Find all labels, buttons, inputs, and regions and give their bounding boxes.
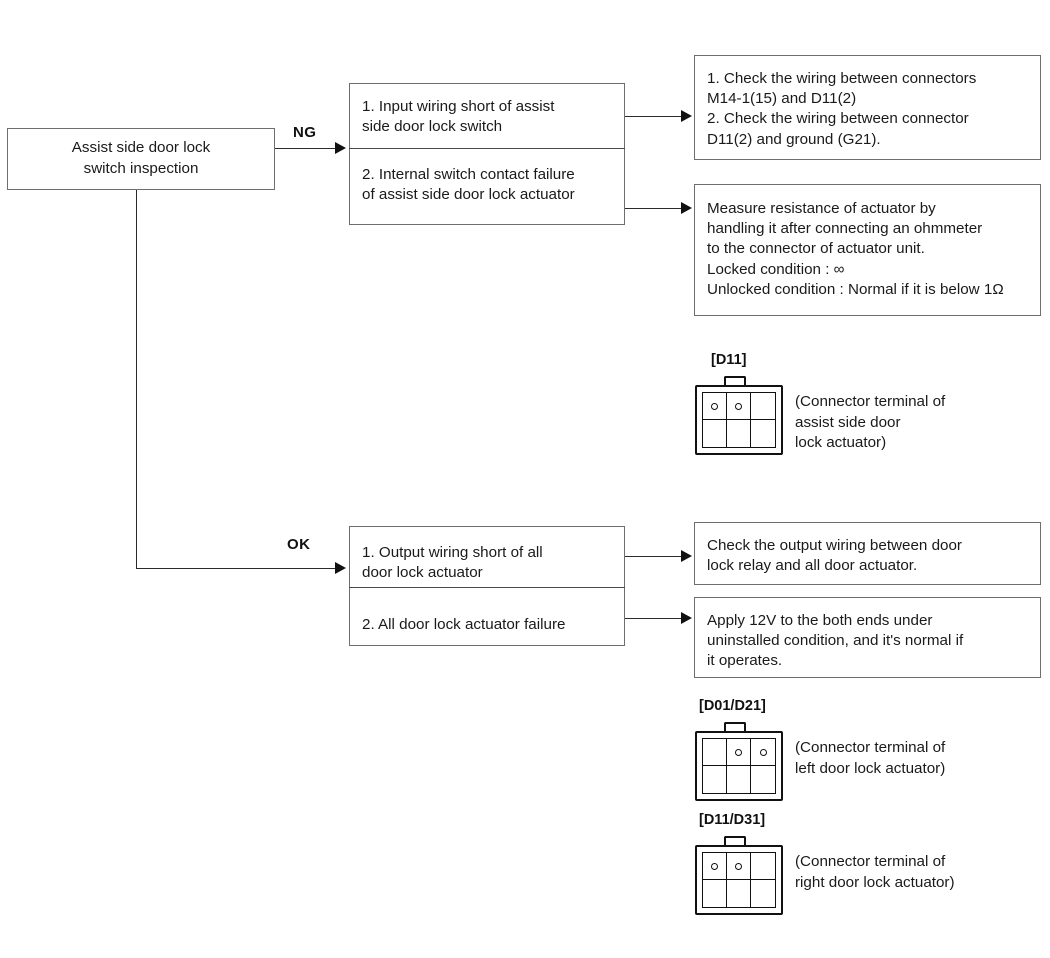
ng-action-2-line [625,208,683,209]
connector-caption-d11: (Connector terminal of assist side door … [795,393,946,452]
connector-cell [727,420,751,447]
connector-cell [727,880,751,907]
ok-connector-hline [136,568,337,569]
connector-grid-d01-d21 [702,738,776,794]
connector-cell [703,766,727,793]
connector-caption-d01-d21: (Connector terminal of left door lock ac… [795,739,946,777]
ok-cause-box [349,526,625,646]
connector-grid-d11-d31 [702,852,776,908]
ng-cause-item-2: 2. Internal switch contact failure of as… [362,166,575,204]
ok-cause-divider [349,587,625,588]
pin-dot-icon [735,402,742,410]
pin-dot-icon [711,862,718,870]
ng-action-2-arrowhead [681,202,692,214]
ok-branch-label: OK [287,536,311,553]
ng-action-text-2: Measure resistance of actuator by handli… [707,200,1004,298]
connector-tag-d11: [D11] [711,352,747,368]
ng-action-1-arrowhead [681,110,692,122]
ng-action-text-1: 1. Check the wiring between connectors M… [707,70,977,148]
connector-tab-d11-d31 [724,836,746,846]
ng-cause-divider [349,148,625,149]
connector-tag-d11-d31: [D11/D31] [699,812,766,828]
connector-cell [751,393,775,420]
start-box-label: Assist side door lock switch inspection [71,139,211,177]
pin-dot-icon [711,402,718,410]
ng-action-box-2 [694,184,1041,316]
ok-action-text-2: Apply 12V to the both ends under uninsta… [707,612,964,670]
pin-dot-icon [759,748,767,756]
connector-symbol-d11-d31: [D11/D31] (Connector terminal of right d… [694,812,1044,917]
connector-cell [703,393,727,420]
connector-cell [751,739,775,766]
connector-cell [727,739,751,766]
connector-cell [751,880,775,907]
ok-action-text-1: Check the output wiring between door loc… [707,537,962,575]
ok-action-2-line [625,618,683,619]
ok-action-box-2 [694,597,1041,678]
ng-action-box-1 [694,55,1041,160]
connector-tab-d11 [724,376,746,386]
ok-arrowhead [335,562,346,574]
connector-cell [703,853,727,880]
ok-action-box-1 [694,522,1041,585]
ok-cause-item-1: 1. Output wiring short of all door lock … [362,544,543,582]
connector-cell [751,853,775,880]
connector-cell [751,766,775,793]
connector-cell [703,420,727,447]
ng-cause-box [349,83,625,225]
connector-caption-d11-d31: (Connector terminal of right door lock a… [795,853,955,891]
ok-action-1-line [625,556,683,557]
connector-grid-d11 [702,392,776,448]
ng-arrowhead [335,142,346,154]
connector-symbol-d11: [D11] (Connector terminal of assist side… [694,352,1044,464]
ng-cause-item-1: 1. Input wiring short of assist side doo… [362,98,555,136]
connector-cell [703,739,727,766]
ng-branch-label: NG [293,124,317,141]
connector-cell [703,880,727,907]
connector-cell [727,393,751,420]
pin-dot-icon [735,748,742,756]
ng-connector-line [275,148,337,149]
ok-connector-vline [136,190,137,568]
connector-cell [751,420,775,447]
pin-dot-icon [735,862,742,870]
ok-cause-item-2: 2. All door lock actuator failure [362,616,566,633]
ng-action-1-line [625,116,683,117]
connector-cell [727,766,751,793]
connector-tag-d01-d21: [D01/D21] [699,698,766,714]
connector-tab-d01-d21 [724,722,746,732]
connector-cell [727,853,751,880]
connector-symbol-d01-d21: [D01/D21] (Connector terminal of left do… [694,698,1044,803]
start-box [7,128,275,190]
ok-action-1-arrowhead [681,550,692,562]
ok-action-2-arrowhead [681,612,692,624]
